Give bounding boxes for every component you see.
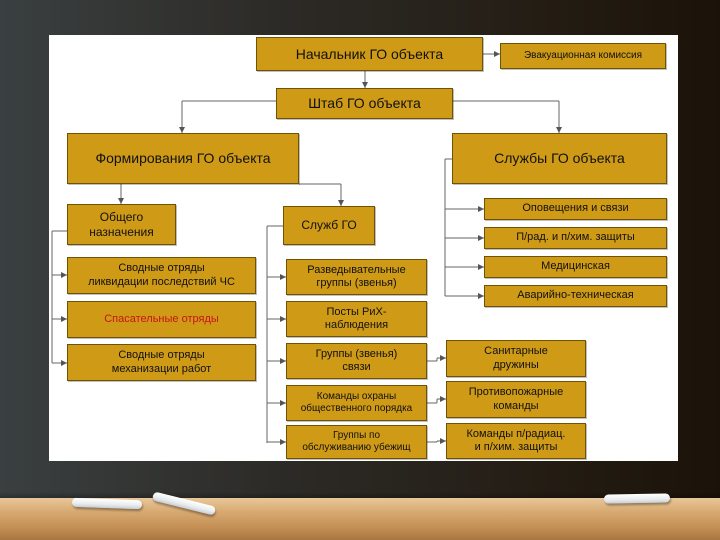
node-comm-groups: Группы (звенья) связи — [286, 343, 427, 379]
chalk-ledge-shadow — [0, 492, 720, 500]
arrowhead-icon — [280, 274, 286, 280]
node-svod-liq-label: Сводные отряды ликвидации последствий ЧС — [88, 262, 235, 288]
arrowhead-icon — [556, 127, 562, 133]
node-recon-groups: Разведывательные группы (звенья) — [286, 259, 427, 295]
arrowhead-icon — [280, 358, 286, 364]
node-consolidated-liquidation: Сводные отряды ликвидации последствий ЧС — [67, 257, 256, 294]
arrowhead-icon — [61, 360, 67, 366]
node-svod-mech-label: Сводные отряды механизации работ — [111, 349, 212, 375]
arrowhead-icon — [440, 355, 446, 361]
node-observation-posts: Посты РиХ- наблюдения — [286, 301, 427, 337]
node-service-formations: Служб ГО — [283, 206, 375, 245]
arrowhead-icon — [280, 439, 286, 445]
arrowhead-icon — [478, 235, 484, 241]
node-formations-label: Формирования ГО объекта — [95, 150, 271, 167]
node-emergency-label: Аварийно-техническая — [517, 289, 634, 302]
arrowhead-icon — [440, 438, 446, 444]
node-general-label: Общего назначения — [89, 210, 154, 239]
node-order-label: Команды охраны общественного порядка — [300, 391, 413, 414]
node-head-label: Начальник ГО объекта — [295, 45, 444, 62]
node-sanitary-label: Санитарные дружины — [484, 345, 548, 371]
node-shelter-label: Группы по обслуживанию убежищ — [302, 430, 411, 453]
node-emergency-service: Аварийно-техническая — [484, 285, 667, 307]
node-sanitary-squads: Санитарные дружины — [446, 340, 586, 377]
arrowhead-icon — [362, 82, 368, 88]
arrowhead-icon — [118, 198, 124, 204]
node-public-order: Команды охраны общественного порядка — [286, 385, 427, 421]
arrowhead-icon — [280, 400, 286, 406]
arrowhead-icon — [440, 396, 446, 402]
node-sluzhb-label: Служб ГО — [301, 218, 357, 233]
node-recon-label: Разведывательные группы (звенья) — [307, 263, 406, 289]
node-radchem-teams: Команды п/радиац. и п/хим. защиты — [446, 423, 586, 459]
node-alert-comm-service: Оповещения и связи — [484, 198, 667, 220]
arrowhead-icon — [494, 51, 500, 57]
node-alert-svc-label: Оповещения и связи — [522, 202, 629, 215]
node-rescue-squads: Спасательные отряды — [67, 301, 256, 338]
node-hq-label: Штаб ГО объекта — [308, 95, 421, 112]
node-shelter-service: Группы по обслуживанию убежищ — [286, 425, 427, 459]
connector-lines — [51, 51, 562, 445]
arrowhead-icon — [478, 264, 484, 270]
arrowhead-icon — [179, 127, 185, 133]
arrowhead-icon — [338, 200, 344, 206]
node-consolidated-mechanization: Сводные отряды механизации работ — [67, 344, 256, 381]
arrowhead-icon — [478, 206, 484, 212]
node-medical-service: Медицинская — [484, 256, 667, 278]
node-general-purpose: Общего назначения — [67, 204, 176, 245]
node-radchem-cmd-label: Команды п/радиац. и п/хим. защиты — [466, 427, 566, 453]
node-evac-label: Эвакуационная комиссия — [523, 50, 643, 61]
node-services-label: Службы ГО объекта — [494, 150, 625, 167]
node-posts-label: Посты РиХ- наблюдения — [324, 305, 389, 331]
arrowhead-icon — [61, 272, 67, 278]
node-services: Службы ГО объекта — [452, 133, 667, 184]
node-fire-teams: Противопожарные команды — [446, 381, 586, 418]
node-hq: Штаб ГО объекта — [276, 88, 453, 119]
node-radchem-service: П/рад. и п/хим. защиты — [484, 227, 667, 249]
node-formations: Формирования ГО объекта — [67, 133, 299, 184]
node-fire-label: Противопожарные команды — [468, 386, 564, 412]
arrowhead-icon — [280, 316, 286, 322]
node-comm-groups-label: Группы (звенья) связи — [315, 347, 398, 373]
node-medical-label: Медицинская — [541, 260, 610, 273]
arrowhead-icon — [61, 316, 67, 322]
node-rescue-label: Спасательные отряды — [104, 312, 219, 325]
org-chart-sheet: Начальник ГО объекта Эвакуационная комис… — [49, 35, 678, 461]
node-head: Начальник ГО объекта — [256, 37, 483, 71]
node-evac-commission: Эвакуационная комиссия — [500, 43, 666, 69]
node-radchem-svc-label: П/рад. и п/хим. защиты — [516, 231, 635, 244]
arrowhead-icon — [478, 293, 484, 299]
chalk-piece-icon — [603, 493, 671, 504]
